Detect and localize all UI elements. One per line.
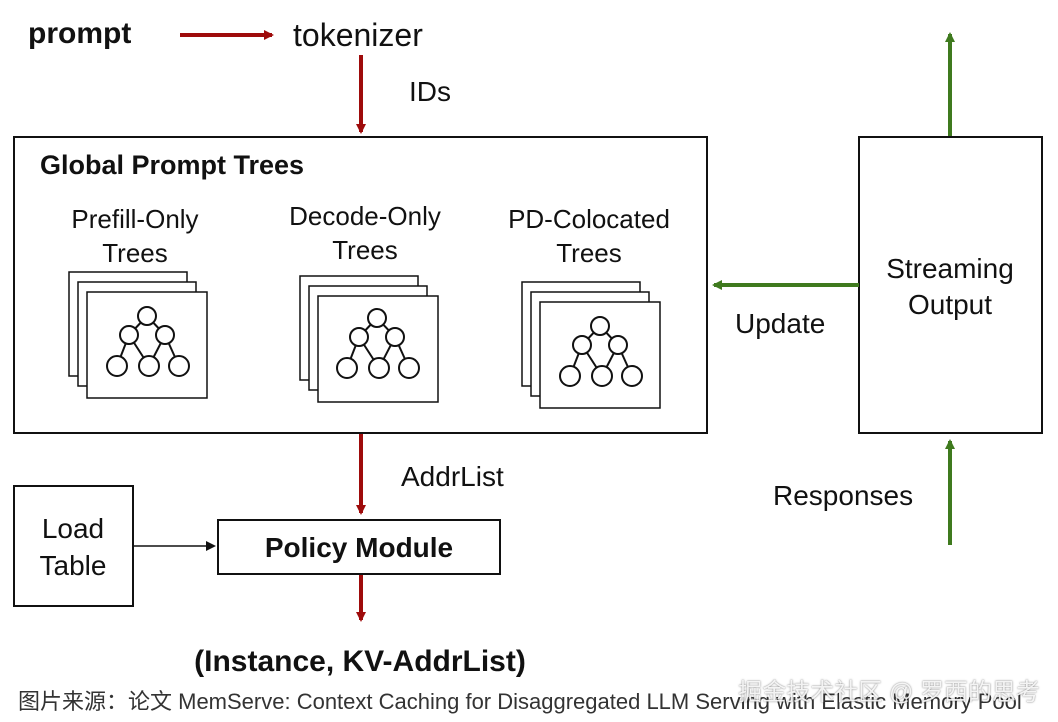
streaming-output-box: [858, 136, 1043, 434]
prefill-only-tree-group: Prefill-Only Trees: [68, 204, 208, 399]
addrlist-label: AddrList: [401, 461, 504, 492]
instance-kv-addrlist-label: (Instance, KV-AddrList): [194, 645, 526, 678]
decode-only-label-line1: Decode-Only: [289, 201, 441, 231]
prefill-only-label-line1: Prefill-Only: [71, 204, 198, 234]
policy-module-box: [217, 519, 501, 575]
load-table-box: [13, 485, 134, 607]
policy-module-label: Policy Module: [265, 532, 453, 563]
decode-only-tree-group: Decode-Only Trees: [289, 201, 441, 403]
prefill-only-label-line2: Trees: [102, 238, 168, 268]
prompt-label: prompt: [28, 17, 131, 50]
load-table-line2: Table: [40, 550, 107, 581]
pd-colocated-label-line1: PD-Colocated: [508, 204, 670, 234]
image-source-caption: 图片来源：论文 MemServe: Context Caching for Di…: [18, 689, 1022, 714]
pd-colocated-tree-group: PD-Colocated Trees: [508, 204, 670, 409]
watermark: 掘金技术社区 @ 罗西的思考: [738, 679, 1040, 706]
global-prompt-trees-title: Global Prompt Trees: [40, 150, 304, 180]
streaming-output-line2: Output: [908, 289, 992, 320]
decode-only-label-line2: Trees: [332, 235, 398, 265]
ids-label: IDs: [409, 76, 451, 107]
streaming-output-line1: Streaming: [886, 253, 1014, 284]
tokenizer-label: tokenizer: [293, 17, 423, 53]
update-label: Update: [735, 308, 825, 339]
pd-colocated-label-line2: Trees: [556, 238, 622, 268]
load-table-line1: Load: [42, 513, 104, 544]
responses-label: Responses: [773, 480, 913, 511]
